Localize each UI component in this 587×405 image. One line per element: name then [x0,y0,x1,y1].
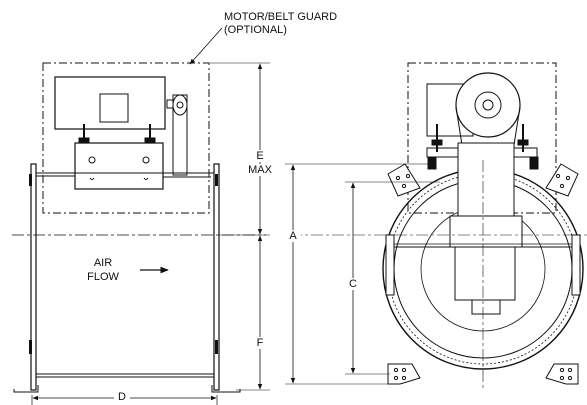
side-right-foot [211,385,241,393]
side-left-foot [13,385,39,393]
dimension-a-label: A [285,230,301,242]
airflow-label-line2: FLOW [87,271,119,283]
side-belt-guard-outline [42,62,210,214]
side-view [12,62,266,405]
front-bracket-top-right [545,163,579,197]
side-motor-base [74,142,164,190]
side-housing-left-wall [30,163,37,391]
callout-label-line2: (OPTIONAL) [224,24,287,36]
side-motor-junction-box [99,93,129,123]
front-bracket-bottom-left [387,363,421,385]
callout-leader [189,27,223,65]
side-motor-body [54,76,166,130]
callout-label-line1: MOTOR/BELT GUARD [224,11,338,23]
front-bracket-top-left [387,163,421,197]
dimension-c-label: C [345,278,361,290]
dimension-e-label: E [252,150,268,162]
dimension-f-label: F [252,337,268,349]
side-housing-right-wall [213,163,220,391]
front-bracket-bottom-right [545,363,579,385]
airflow-label-line1: AIR [93,257,113,269]
side-vertical-dimensions [210,62,270,391]
dimension-d-label: D [114,391,130,403]
front-pulley [455,72,521,138]
front-view [285,62,587,390]
dimension-max-label: MAX [241,164,279,176]
